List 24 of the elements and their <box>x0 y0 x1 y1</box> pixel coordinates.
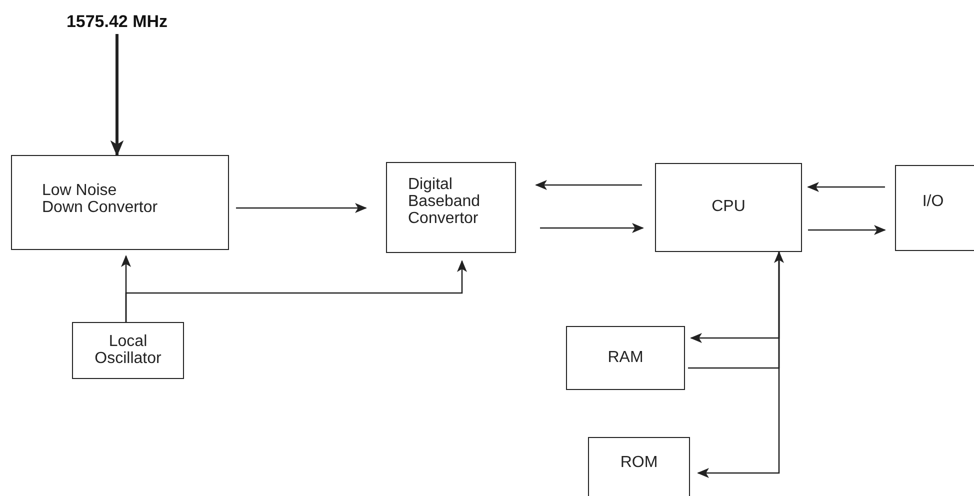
arrow <box>110 34 124 156</box>
node-label: ROM <box>620 454 658 472</box>
process-box <box>588 437 690 496</box>
frequency-label: 1575.42 MHz <box>55 10 179 34</box>
arrow <box>808 225 886 235</box>
process-box <box>386 162 516 253</box>
arrow <box>807 182 885 192</box>
node-label: I/O <box>922 194 944 210</box>
process-box <box>655 163 802 252</box>
arrow <box>540 223 644 233</box>
arrow <box>236 203 367 213</box>
arrow <box>688 251 784 369</box>
process-box <box>566 326 685 390</box>
process-box <box>11 155 229 250</box>
node-label: CPU <box>712 199 746 216</box>
node-label: Low Noise Down Convertor <box>42 182 159 216</box>
process-box <box>72 322 184 379</box>
node-label: Local Oscillator <box>94 334 162 368</box>
node-label: RAM <box>608 350 644 366</box>
arrow <box>535 180 642 190</box>
node-label: Digital Baseband Convertor <box>408 177 482 228</box>
arrow <box>125 260 467 322</box>
arrow <box>697 252 780 478</box>
process-box <box>895 165 974 251</box>
